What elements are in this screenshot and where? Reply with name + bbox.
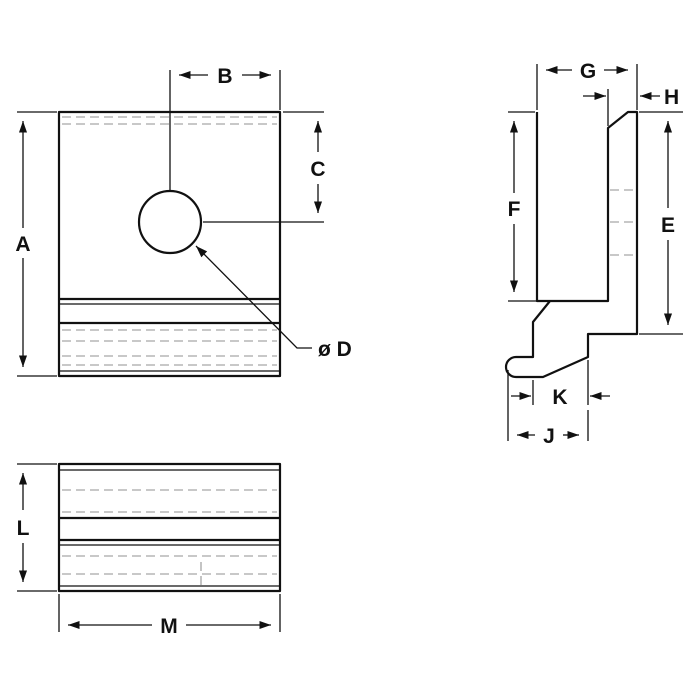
dimension-f: F [508,111,550,302]
dimension-label-b: B [217,65,232,88]
dimension-d: ø D [195,245,352,361]
dimension-label-j: J [543,425,555,448]
front-view: A B C ø D [15,65,352,378]
dimension-label-c: C [310,158,325,181]
dimension-label-f: F [508,198,521,221]
bottom-view: L M [17,462,282,638]
dimension-l: L [17,463,57,592]
dimension-g: G [536,60,638,110]
dimension-j: J [507,370,589,448]
side-view: F G H E [504,60,683,448]
dimension-e: E [639,111,683,335]
dimension-label-h: H [664,86,679,109]
dimension-label-k: K [552,386,567,409]
dimension-b: B [169,65,281,191]
side-view-profile [504,110,639,379]
dimension-label-l: L [17,517,30,540]
dimension-a: A [15,111,57,377]
dimension-h: H [583,86,679,126]
dimension-label-e: E [661,214,675,237]
dimension-k: K [511,360,610,409]
dimension-label-m: M [160,615,178,638]
bottom-view-outline [57,462,282,593]
dimension-label-g: G [580,60,596,83]
dimension-c: C [203,111,326,223]
dimension-label-a: A [15,233,30,256]
bolt-hole [137,189,203,255]
dimension-m: M [58,594,281,638]
dimension-label-d: ø D [318,338,352,361]
